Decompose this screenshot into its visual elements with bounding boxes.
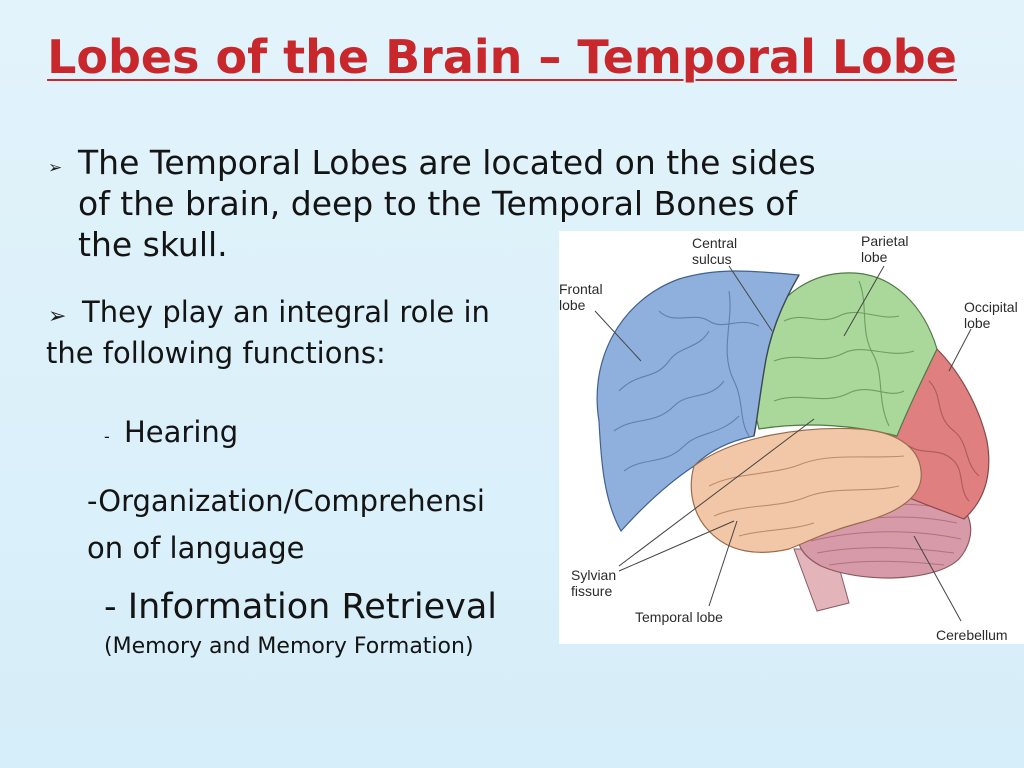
- brain-illustration: [594, 265, 990, 622]
- parietal-lobe-shape: [753, 272, 938, 437]
- label-cerebellum: Cerebellum: [936, 627, 1008, 643]
- bullet-arrow-icon: ➢: [48, 304, 67, 329]
- label-sylvian-fissure: Sylvian fissure: [571, 567, 617, 599]
- function-organization-line-1: -Organization/Comprehensi: [87, 484, 485, 518]
- point-location-line-2: of the brain, deep to the Temporal Bones…: [78, 184, 798, 223]
- point-location-line-1: The Temporal Lobes are located on the si…: [78, 143, 816, 182]
- point-location-text: The Temporal Lobes are located on the si…: [78, 142, 816, 265]
- function-organization-line-2: on of language: [87, 531, 305, 565]
- bullet-arrow-icon: ➢: [48, 158, 63, 178]
- function-hearing: Hearing: [124, 415, 239, 449]
- function-memory-note: (Memory and Memory Formation): [104, 634, 474, 659]
- label-occipital-lobe: Occipital lobe: [964, 299, 1018, 331]
- label-parietal-lobe: Parietal lobe: [861, 233, 909, 265]
- slide-title: Lobes of the Brain – Temporal Lobe: [47, 30, 957, 84]
- point-role-line-1: They play an integral role in: [82, 295, 490, 329]
- point-role-line-2: the following functions:: [46, 336, 386, 370]
- point-location-line-3: the skull.: [78, 225, 228, 264]
- label-frontal-lobe: Frontal lobe: [559, 281, 603, 313]
- brain-diagram: Central sulcus Parietal lobe Frontal lob…: [559, 231, 1024, 644]
- label-temporal-lobe: Temporal lobe: [635, 609, 723, 625]
- function-information-retrieval: - Information Retrieval: [104, 587, 498, 627]
- label-central-sulcus: Central sulcus: [692, 235, 738, 267]
- temporal-lobe-shape: [690, 427, 922, 553]
- function-dash: -: [104, 427, 110, 446]
